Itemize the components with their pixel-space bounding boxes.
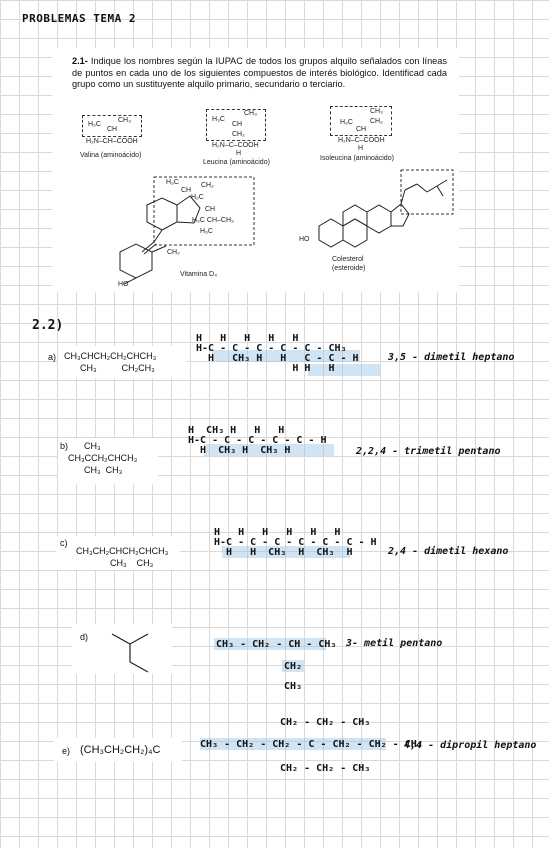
item-e-letter: e) xyxy=(62,746,71,756)
item-a-formula: CH₃CHCH₂CH₂CHCH₃ xyxy=(64,351,157,361)
vit-h3c-b: H₃C xyxy=(200,228,213,235)
item-d-branch-1: CH₂ xyxy=(284,661,303,672)
problem-number: 2.1- xyxy=(72,56,88,66)
item-e-name: 4,4 - dipropil heptano xyxy=(404,740,537,751)
item-c-highlight xyxy=(222,546,350,558)
item-b-formula-top: CH₃ xyxy=(84,441,101,451)
vit-h2c: H₂C xyxy=(191,194,204,201)
item-e-structure-top: CH₂ - CH₂ - CH₃ xyxy=(280,717,371,728)
item-b-highlight xyxy=(204,444,334,456)
item-c-structure: H H H H H H H-C - C - C - C - C - C - H … xyxy=(214,527,377,558)
leucina-dashed-box xyxy=(206,109,266,141)
isoleucina-dashed-box xyxy=(330,106,392,136)
item-e-formula: (CH₃CH₂CH₂)₄C xyxy=(80,744,161,756)
item-b-card xyxy=(58,438,158,484)
valina-ch3: CH₃ xyxy=(118,117,131,124)
item-d-branch-2: CH₃ xyxy=(284,681,303,692)
valina-dashed-box xyxy=(82,115,142,137)
iso-backbone: H₂N–C–COOH xyxy=(338,137,385,144)
isoleucina-caption: Isoleucina (aminoácido) xyxy=(320,155,394,162)
iso-ch: CH xyxy=(356,126,367,133)
valina-caption: Valina (aminoácido) xyxy=(80,152,142,159)
cholesterol-caption: Colesterol xyxy=(332,256,364,263)
problem-2-1-statement: 2.1- Indique los nombres según la IUPAC … xyxy=(72,56,447,91)
item-b-letter: b) xyxy=(60,441,69,451)
vit-ch2: CH₂ xyxy=(201,182,214,189)
item-d-highlight-main xyxy=(214,638,326,650)
item-c-name: 2,4 - dimetil hexano xyxy=(388,546,509,557)
vit-ch-b: CH xyxy=(205,206,216,213)
item-d-letter: d) xyxy=(80,632,89,642)
vit-ch: CH xyxy=(181,187,192,194)
valina-h3c: H₃C xyxy=(88,121,101,128)
vitamin-d4-skeleton xyxy=(119,176,255,285)
vitamin-d4-caption: Vitamina D₄ xyxy=(180,271,217,278)
problem-text: Indique los nombres según la IUPAC de to… xyxy=(72,56,447,89)
cholesterol-skeleton xyxy=(318,169,454,248)
valina-ch: CH xyxy=(107,126,118,133)
iso-ch3: CH₃ xyxy=(370,108,383,115)
item-e-card xyxy=(54,738,182,762)
cholesterol-caption-sub: (esteroide) xyxy=(332,265,366,272)
iso-ch2: CH₂ xyxy=(370,118,383,125)
item-b-name: 2,2,4 - trimetil pentano xyxy=(356,446,501,457)
item-a-highlight-main xyxy=(212,350,360,362)
item-a-name: 3,5 - dimetil heptano xyxy=(388,352,515,363)
problem-2-1-card xyxy=(52,48,459,292)
item-c-letter: c) xyxy=(60,538,68,548)
leucina-h3c: H₃C xyxy=(212,116,225,123)
item-b-structure: H CH₃ H H H H-C - C - C - C - C - H H CH… xyxy=(188,425,327,456)
vit-ho: HO xyxy=(118,281,129,288)
item-d-skeletal xyxy=(111,633,149,673)
vit-side-chain: H₃C CH–CH₃ xyxy=(192,217,234,224)
item-d-structure: CH₃ - CH₂ - CH - CH₃ xyxy=(216,639,337,650)
item-c-formula: CH₃CH₂CHCH₂CHCH₃ xyxy=(76,546,169,556)
iso-h: H xyxy=(358,145,364,152)
leucina-ch2: CH₂ xyxy=(232,131,245,138)
item-b-formula: CH₃CCH₂CHCH₃ xyxy=(68,453,138,463)
item-d-highlight-branch xyxy=(282,660,304,672)
vit-exo-ch2: CH₂ xyxy=(167,249,180,256)
item-e-highlight xyxy=(200,738,386,750)
item-b-formula-sub: CH₃ CH₃ xyxy=(84,465,123,475)
leucina-ch: CH xyxy=(232,121,243,128)
item-a-highlight-branch xyxy=(308,364,380,376)
leucina-backbone: H₂N–C–COOH xyxy=(212,142,259,149)
cholesterol-ho: HO xyxy=(299,236,310,243)
page-title: PROBLEMAS TEMA 2 xyxy=(22,12,136,25)
leucina-h: H xyxy=(236,150,242,157)
problem-2-2-number: 2.2) xyxy=(32,318,64,333)
leucina-caption: Leucina (aminoácido) xyxy=(203,159,270,166)
item-e-structure: CH₃ - CH₂ - CH₂ - C - CH₂ - CH₂ - CH₃ xyxy=(200,739,423,750)
item-e-structure-bottom: CH₂ - CH₂ - CH₃ xyxy=(280,763,371,774)
item-c-formula-sub: CH₃ CH₃ xyxy=(110,558,154,568)
vit-h3c: H₃C xyxy=(166,179,179,186)
valina-backbone: H₂N–CH–COOH xyxy=(86,138,138,145)
item-a-letter: a) xyxy=(48,352,57,362)
item-a-formula-sub: CH₃ CH₂CH₃ xyxy=(80,363,155,373)
leucina-ch3: CH₃ xyxy=(244,110,257,117)
item-d-name: 3- metil pentano xyxy=(346,638,443,649)
item-c-card xyxy=(56,536,180,570)
iso-h3c: H₃C xyxy=(340,119,353,126)
item-a-structure: H H H H H H-C - C - C - C - C - CH₃ H CH… xyxy=(196,333,359,374)
item-a-card xyxy=(58,346,186,378)
item-d-card xyxy=(72,624,172,674)
